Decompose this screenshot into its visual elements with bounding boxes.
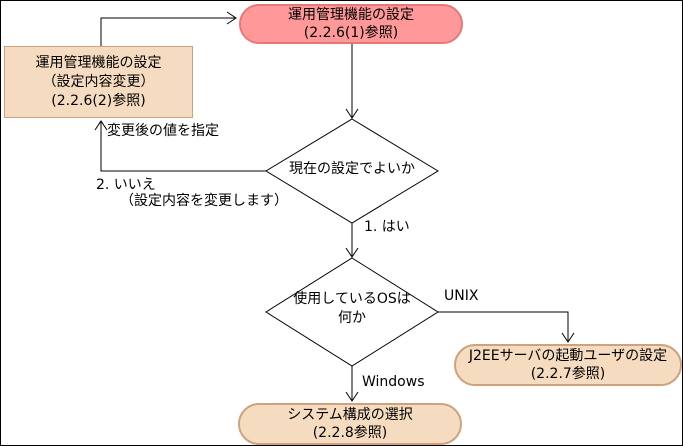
arrow-change-to-start — [100, 11, 237, 46]
node-system-title: システム構成の選択 — [287, 407, 413, 423]
node-j2ee-reference: (2.2.7参照) — [530, 366, 606, 382]
node-change-reference: (2.2.6(2)参照) — [51, 92, 146, 109]
edge-label-specify-changed-value: 変更後の値を指定 — [107, 123, 219, 139]
decision-os-label-line1: 使用しているOSは — [293, 291, 411, 307]
arrow-start-to-decision1 — [345, 44, 359, 119]
node-j2ee-user: J2EEサーバの起動ユーザの設定 (2.2.7参照) — [454, 344, 682, 386]
node-start-reference: (2.2.6(1)参照) — [303, 25, 399, 41]
edge-label-unix: UNIX — [444, 288, 479, 304]
decision-keep-settings-label: 現在の設定でよいか — [289, 161, 415, 177]
node-change-subtitle: （設定内容変更） — [42, 73, 155, 90]
node-system-reference: (2.2.8参照) — [312, 425, 388, 441]
node-change-title: 運用管理機能の設定 — [35, 54, 162, 71]
node-start-title: 運用管理機能の設定 — [288, 7, 414, 23]
arrow-decision2-to-system — [345, 366, 359, 402]
edge-label-windows: Windows — [362, 374, 425, 390]
arrow-decision1-to-decision2 — [345, 223, 359, 258]
node-change-settings: 運用管理機能の設定 （設定内容変更） (2.2.6(2)参照) — [4, 46, 193, 118]
arrow-decision2-to-j2ee — [438, 311, 575, 343]
edge-label-no-note: （設定内容を変更します） — [120, 193, 288, 209]
arrow-decision1-to-change — [94, 120, 266, 172]
node-system-config: システム構成の選択 (2.2.8参照) — [238, 403, 462, 445]
node-start: 運用管理機能の設定 (2.2.6(1)参照) — [239, 4, 463, 44]
decision-os-label: 使用しているOSは 何か — [267, 290, 437, 328]
decision-os-label-line2: 何か — [338, 310, 366, 326]
node-j2ee-title: J2EEサーバの起動ユーザの設定 — [468, 348, 668, 364]
edge-label-yes: 1. はい — [364, 219, 410, 235]
edge-label-no: 2. いいえ — [96, 177, 156, 193]
